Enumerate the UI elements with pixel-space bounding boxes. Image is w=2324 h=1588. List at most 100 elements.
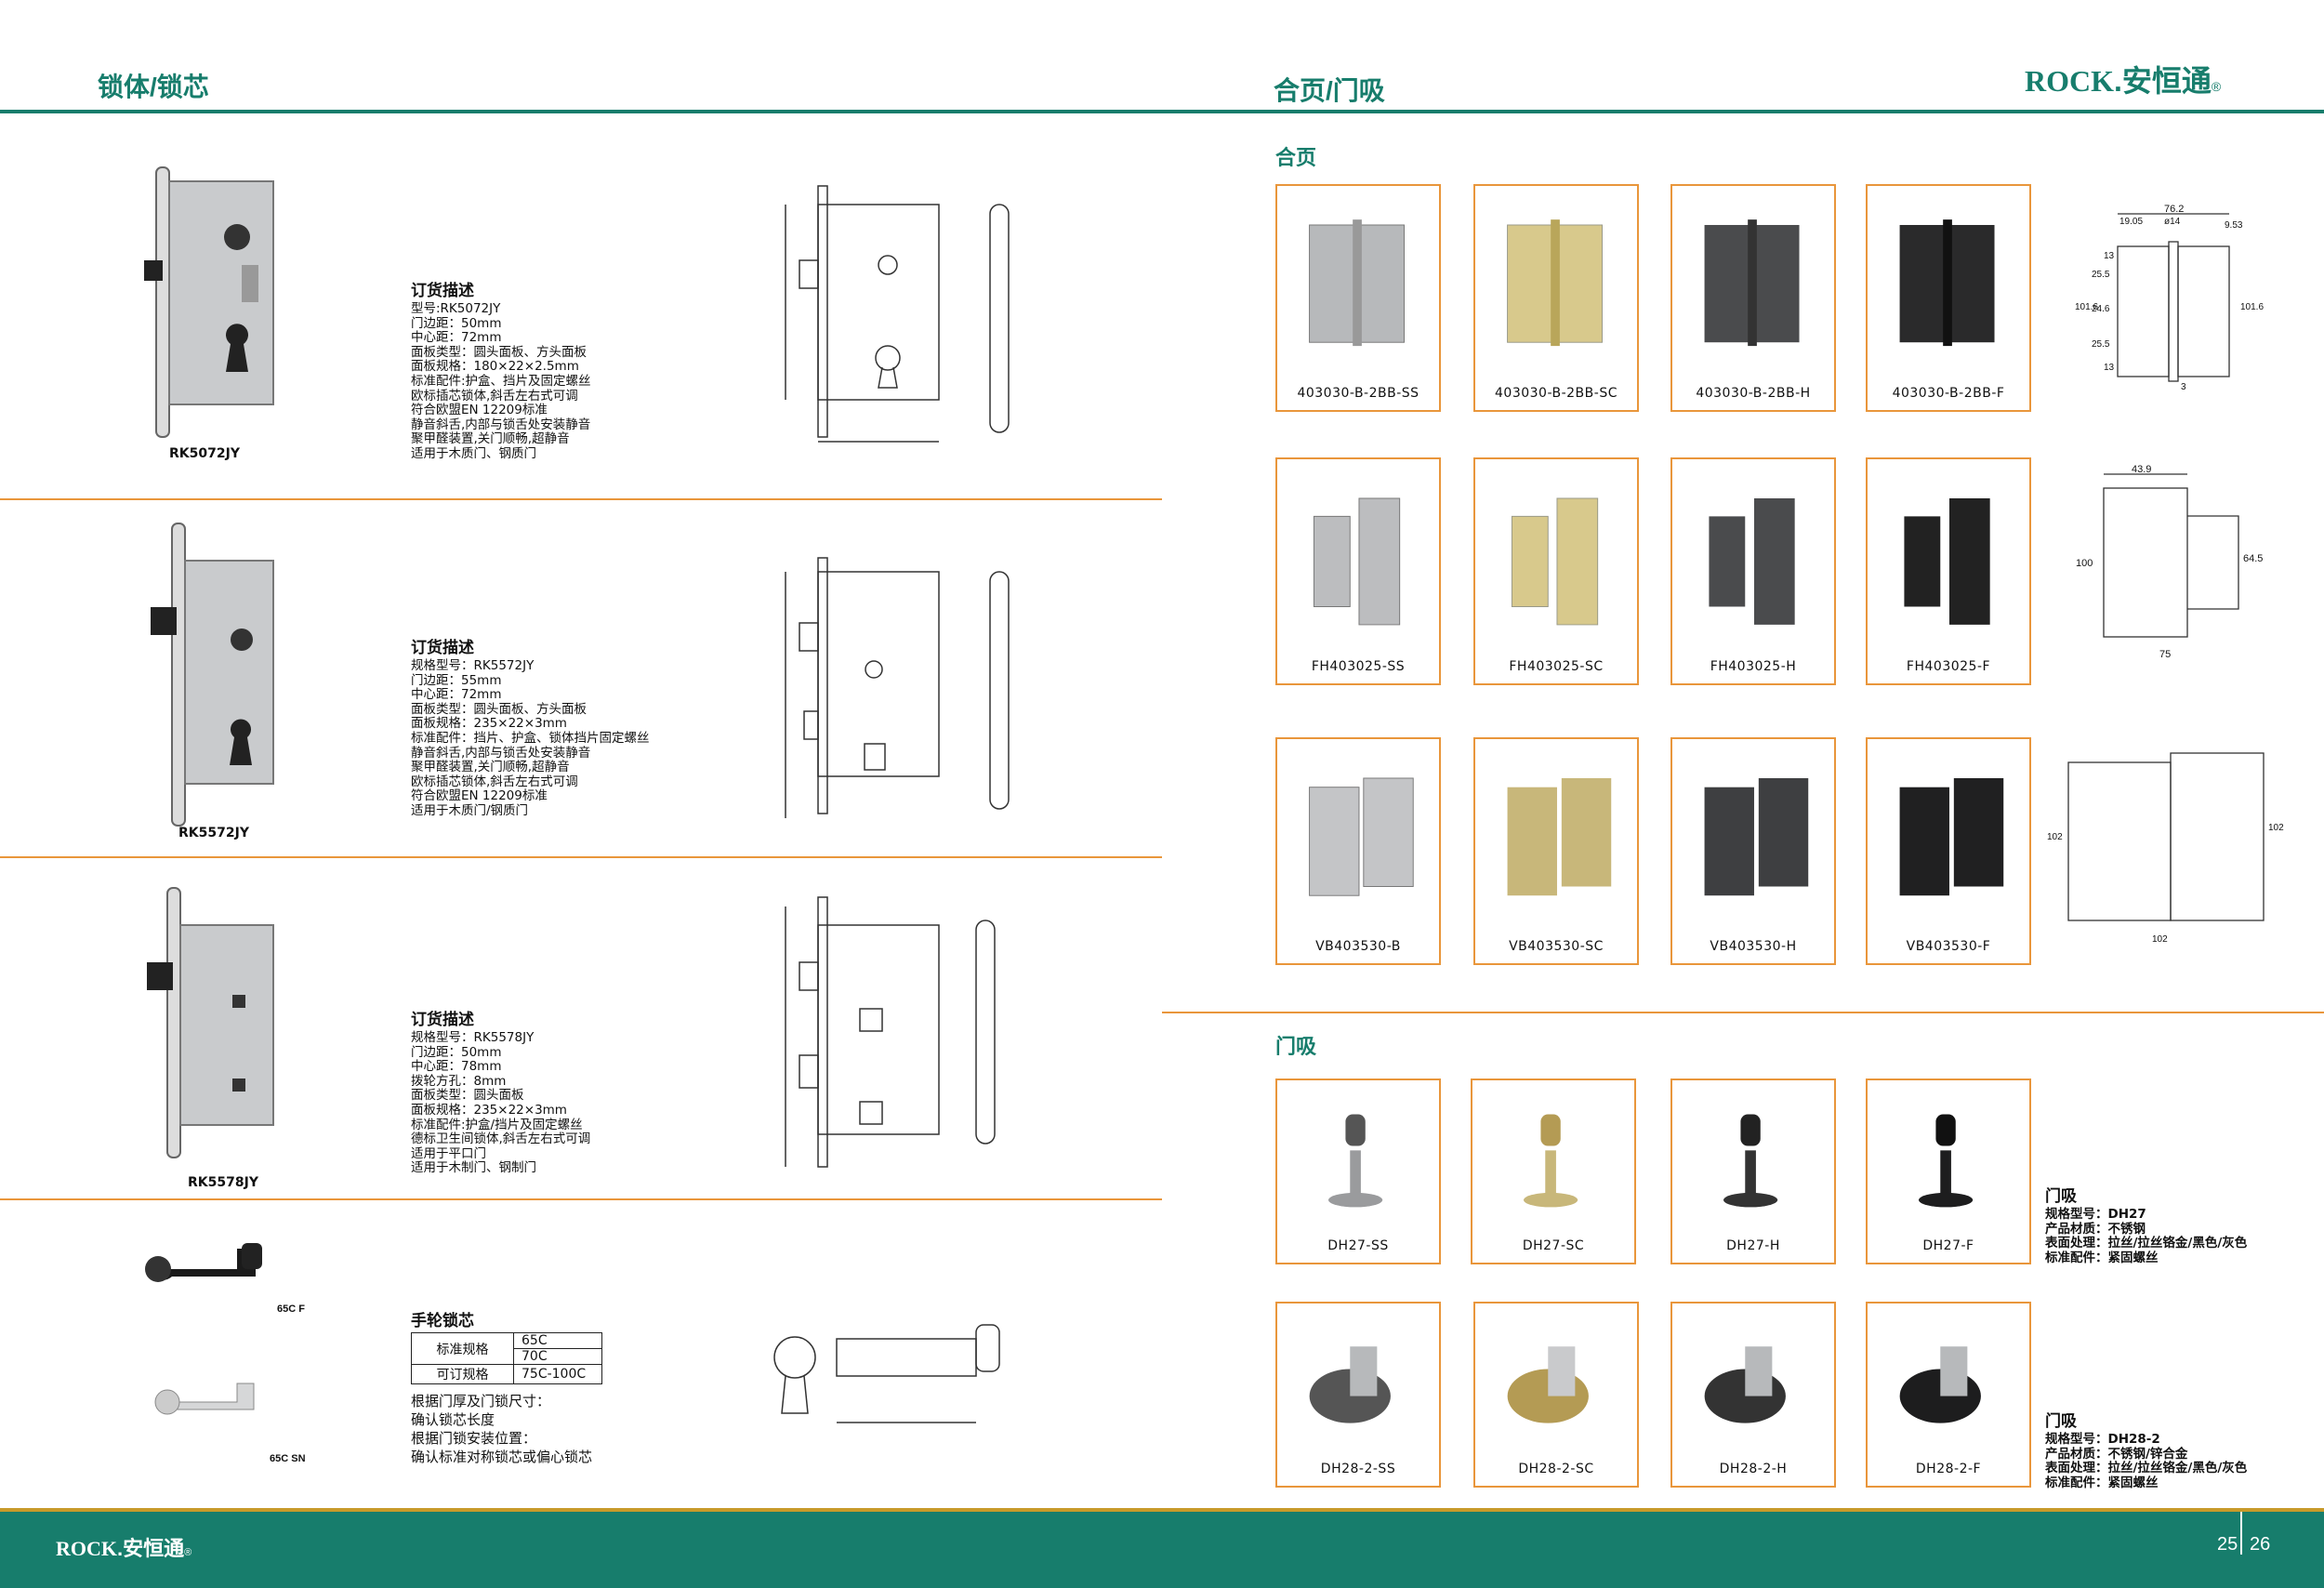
hinge-drawing-2: 43.9 100 64.5 75 bbox=[2071, 460, 2276, 674]
dim: ø14 bbox=[2164, 217, 2181, 227]
spec-label-optional: 可订规格 bbox=[411, 1364, 514, 1384]
cylinder-image-black bbox=[144, 1232, 265, 1306]
stopper-code: DH27-H bbox=[1726, 1238, 1780, 1253]
cylinder-image-satin bbox=[153, 1367, 265, 1432]
dim: 3 bbox=[2181, 382, 2186, 392]
hinge-code: FH403025-F bbox=[1906, 659, 1991, 674]
spec-value: 75C-100C bbox=[513, 1364, 602, 1384]
hinge-card[interactable]: VB403530-SC bbox=[1473, 737, 1639, 965]
hinge-card[interactable]: FH403025-H bbox=[1670, 457, 1836, 685]
lock-desc-line: 面板规格：180×22×2.5mm bbox=[411, 359, 579, 375]
lock-body-image-1 bbox=[139, 158, 279, 446]
stopper-card[interactable]: DH27-SC bbox=[1471, 1079, 1636, 1264]
dim: 19.05 bbox=[2119, 217, 2144, 227]
stopper-card[interactable]: DH27-SS bbox=[1275, 1079, 1441, 1264]
stopper-card[interactable]: DH27-H bbox=[1670, 1079, 1836, 1264]
hinge-card[interactable]: VB403530-B bbox=[1275, 737, 1441, 965]
hinge-code: 403030-B-2BB-SS bbox=[1297, 386, 1419, 401]
lock-desc-line: 门边距：50mm bbox=[411, 315, 502, 331]
cylinder-label-65cf: 65C F bbox=[277, 1303, 305, 1315]
stoppers-heading: 门吸 bbox=[1275, 1035, 1317, 1058]
spec-value: 65C bbox=[513, 1332, 602, 1349]
stopper-code: DH28-2-F bbox=[1915, 1462, 1982, 1476]
hinge-card[interactable]: FH403025-SC bbox=[1473, 457, 1639, 685]
spec-value: 70C bbox=[513, 1348, 602, 1365]
stopper-spec-line: 表面处理：拉丝/拉丝铬金/黑色/灰色 bbox=[2045, 1461, 2248, 1476]
dim: 25.5 bbox=[2092, 339, 2110, 350]
stopper-card[interactable]: DH28-2-SS bbox=[1275, 1302, 1441, 1488]
lock-desc-line: 适用于木质门、钢质门 bbox=[411, 445, 536, 461]
lock-desc-title-3: 订货描述 bbox=[411, 1011, 474, 1029]
logo-cn-text: 安恒通 bbox=[2121, 63, 2212, 99]
lock-desc-line: 标准配件:护盒、挡片及固定螺丝 bbox=[411, 373, 591, 389]
hinge-drawing-1: 76.2 19.05 ø14 9.53 101.6 101.6 25.5 24.… bbox=[2071, 200, 2276, 395]
hinge-card[interactable]: 403030-B-2BB-SC bbox=[1473, 184, 1639, 412]
lock-desc-line: 门边距：50mm bbox=[411, 1044, 502, 1060]
stopper-spec-line: 标准配件：紧固螺丝 bbox=[2045, 1475, 2159, 1490]
lock-desc-line: 标准配件：挡片、护盒、锁体挡片固定螺丝 bbox=[411, 730, 650, 746]
lock-desc-line: 型号:RK5072JY bbox=[411, 301, 501, 316]
lock-desc-line: 德标卫生间锁体,斜舌左右式可调 bbox=[411, 1131, 591, 1147]
hinge-card[interactable]: FH403025-F bbox=[1866, 457, 2031, 685]
stopper-card[interactable]: DH28-2-F bbox=[1866, 1302, 2031, 1488]
stopper-spec-line: 规格型号：DH28-2 bbox=[2045, 1432, 2160, 1447]
lock-model-1: RK5072JY bbox=[169, 446, 240, 461]
hinge-code: VB403530-F bbox=[1906, 939, 1991, 954]
lock-drawing-3 bbox=[767, 888, 1027, 1176]
right-page-title: 合页/门吸 bbox=[1274, 76, 1385, 105]
left-page-title: 锁体/锁芯 bbox=[98, 73, 209, 101]
hinge-card[interactable]: VB403530-H bbox=[1670, 737, 1836, 965]
dim: 25.5 bbox=[2092, 270, 2110, 280]
lock-desc-1: 订货描述 型号:RK5072JY 门边距：50mm 中心距：72mm 面板类型：… bbox=[411, 277, 591, 462]
stopper-card[interactable]: DH28-2-H bbox=[1670, 1302, 1836, 1488]
dim: 43.9 bbox=[2132, 464, 2152, 475]
dim: 76.2 bbox=[2164, 204, 2185, 215]
lock-model-2: RK5572JY bbox=[178, 826, 249, 840]
cylinder-spec-table: 标准规格 65C 70C 可订规格 75C-100C bbox=[411, 1332, 602, 1384]
stopper-code: DH28-2-SC bbox=[1518, 1462, 1594, 1476]
lock-desc-line: 标准配件:护盒/挡片及固定螺丝 bbox=[411, 1117, 583, 1132]
hinge-code: FH403025-H bbox=[1710, 659, 1797, 674]
hinge-card[interactable]: 403030-B-2BB-H bbox=[1670, 184, 1836, 412]
stopper-code: DH28-2-H bbox=[1719, 1462, 1788, 1476]
lock-desc-line: 中心距：72mm bbox=[411, 330, 502, 346]
divider-3 bbox=[0, 1198, 1162, 1200]
lock-desc-title-2: 订货描述 bbox=[411, 639, 474, 657]
footer-logo-cn: 安恒通 bbox=[123, 1538, 185, 1561]
footer-logo: ROCK.安恒通® bbox=[56, 1537, 192, 1561]
dim: 64.5 bbox=[2243, 553, 2264, 564]
stopper-spec-line: 表面处理：拉丝/拉丝铬金/黑色/灰色 bbox=[2045, 1236, 2248, 1251]
lock-desc-line: 门边距：55mm bbox=[411, 672, 502, 688]
divider-right bbox=[1162, 1012, 2324, 1013]
dim: 102 bbox=[2268, 823, 2284, 833]
stopper-spec-1: 门吸 规格型号：DH27 产品材质：不锈钢 表面处理：拉丝/拉丝铬金/黑色/灰色… bbox=[2045, 1183, 2247, 1265]
dim: 9.53 bbox=[2225, 220, 2243, 231]
hinge-card[interactable]: FH403025-SS bbox=[1275, 457, 1441, 685]
lock-desc-line: 中心距：72mm bbox=[411, 687, 502, 703]
lock-desc-line: 面板规格：235×22×3mm bbox=[411, 1102, 567, 1118]
lock-desc-line: 欧标插芯锁体,斜舌左右式可调 bbox=[411, 388, 578, 404]
hinge-card[interactable]: VB403530-F bbox=[1866, 737, 2031, 965]
logo-rock-text: ROCK bbox=[2025, 64, 2114, 98]
stopper-code: DH27-F bbox=[1922, 1238, 1974, 1253]
lock-desc-line: 面板类型：圆头面板、方头面板 bbox=[411, 344, 587, 360]
lock-desc-3: 订货描述 规格型号：RK5578JY 门边距：50mm 中心距：78mm 拨轮方… bbox=[411, 1006, 590, 1176]
hinge-card[interactable]: 403030-B-2BB-SS bbox=[1275, 184, 1441, 412]
stopper-spec-2: 门吸 规格型号：DH28-2 产品材质：不锈钢/锌合金 表面处理：拉丝/拉丝铬金… bbox=[2045, 1408, 2247, 1490]
lock-desc-line: 适用于平口门 bbox=[411, 1145, 486, 1161]
hinges-heading: 合页 bbox=[1275, 146, 1317, 169]
footer-accent-line bbox=[0, 1508, 2324, 1512]
page-number-right: 26 bbox=[2250, 1534, 2271, 1555]
lock-desc-line: 静音斜舌,内部与锁舌处安装静音 bbox=[411, 417, 591, 432]
header-rule bbox=[0, 110, 2324, 113]
stopper-spec-title: 门吸 bbox=[2045, 1187, 2077, 1206]
stopper-code: DH28-2-SS bbox=[1320, 1462, 1396, 1476]
hinge-code: FH403025-SC bbox=[1509, 659, 1604, 674]
page-number-divider bbox=[2240, 1512, 2242, 1555]
stopper-card[interactable]: DH28-2-SC bbox=[1473, 1302, 1639, 1488]
stopper-card[interactable]: DH27-F bbox=[1866, 1079, 2031, 1264]
stopper-spec-line: 标准配件：紧固螺丝 bbox=[2045, 1250, 2159, 1265]
lock-desc-line: 中心距：78mm bbox=[411, 1059, 502, 1075]
hinge-card[interactable]: 403030-B-2BB-F bbox=[1866, 184, 2031, 412]
hinge-code: VB403530-SC bbox=[1509, 939, 1604, 954]
